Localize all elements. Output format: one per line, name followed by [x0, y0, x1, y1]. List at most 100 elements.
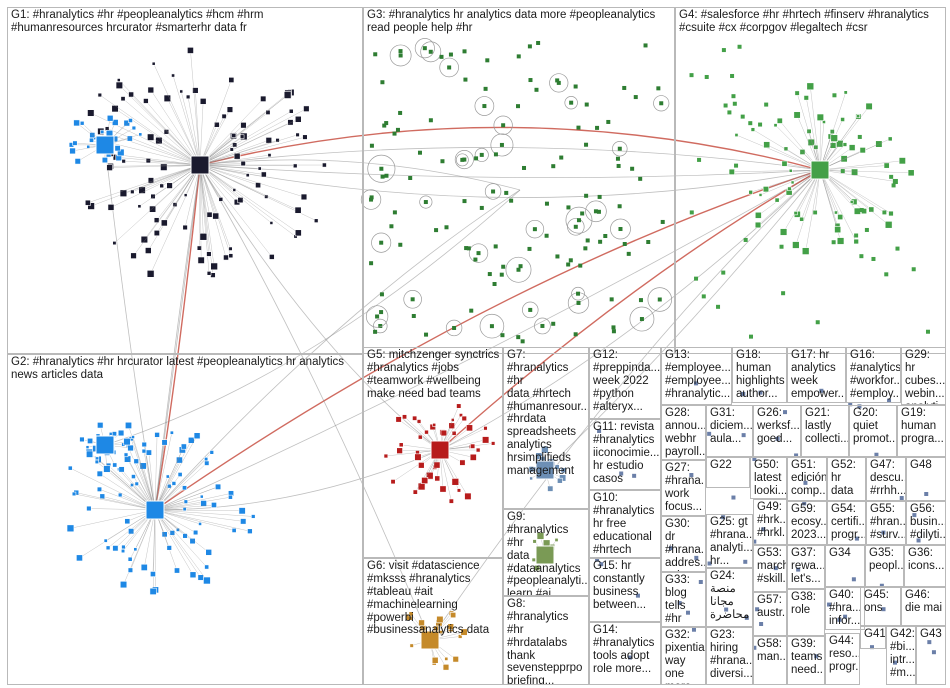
group-g51-label: G51: edición comp...: [791, 459, 824, 498]
group-g14-box: G14: #hranalytics tools adopt role more.…: [589, 622, 661, 685]
group-g50-box: G50: latest looki... live...: [750, 457, 787, 499]
group-g28-box: G28: annou... webhr payroll...: [661, 405, 706, 460]
group-g20-label: G20: quiet promot...: [853, 407, 894, 446]
group-g44-box: G44: reso... progr...: [825, 633, 860, 685]
group-g31-label: G31: diciem... aula...: [710, 407, 750, 446]
group-g46-label: G46: die mai: [905, 589, 943, 615]
group-g58-label: G58: man...: [757, 638, 784, 664]
group-g42-box: G42: #bi... intr... #m...: [886, 626, 916, 685]
group-g41-box: G41: [860, 626, 886, 649]
group-g18-box: G18: human highlights author...: [732, 347, 787, 403]
group-g13-box: G13: #employee... #employee... #hranalyt…: [661, 347, 732, 405]
group-g21-label: G21: lastly collecti...: [805, 407, 846, 446]
group-g27-label: G27: #hrana... work focus...: [665, 462, 703, 514]
group-g7-label: G7: #hranalytics #hr data #hrtech #human…: [507, 349, 586, 478]
group-g6-label: G6: visit #datascience #mksss #hranalyti…: [367, 560, 500, 637]
group-g53-box: G53: march #skill...: [753, 545, 787, 592]
group-g24-box: G24: منصة مجانا محاضرة: [706, 568, 753, 627]
group-g20-box: G20: quiet promot...: [849, 405, 897, 457]
group-g25-label: G25: gt #hrana... analyti... hr...: [710, 516, 750, 568]
group-g47-label: G47: descu... #rrhh...: [870, 459, 903, 498]
group-g18-label: G18: human highlights author...: [736, 349, 784, 401]
group-g23-label: G23: hiring #hrana... diversi...: [710, 629, 750, 681]
group-g24-label: G24: منصة مجانا محاضرة: [710, 570, 750, 622]
group-g9-label: G9: #hranalytics #hr data #dataanalytics…: [507, 511, 586, 596]
group-g55-label: G55: #hran... #surv...: [870, 503, 903, 542]
group-g12-label: G12: #preppinda... week 2022 #python #al…: [593, 349, 658, 413]
group-g33-label: G33: blog tells #hr master...: [665, 574, 703, 627]
group-g16-box: G16: #analytics #workfor... #employ...: [846, 347, 901, 403]
group-g54-box: G54: certifi... progr...: [827, 501, 866, 545]
group-g59-box: G59: ecosy... 2023...: [787, 501, 827, 545]
group-g35-label: G35: peopl...: [869, 547, 901, 573]
group-g52-label: G52: hr data: [831, 459, 863, 498]
group-g27-box: G27: #hrana... work focus...: [661, 460, 706, 516]
group-g40-box: G40: #hra... infor...: [825, 587, 865, 630]
group-g29-box: G29: hr cubes... webin... analyti...: [901, 347, 946, 405]
group-g26-label: G26: werksf... goed...: [757, 407, 798, 446]
group-g45-box: G45: ons: [860, 587, 901, 626]
group-g59-label: G59: ecosy... 2023...: [791, 503, 824, 542]
group-g28-label: G28: annou... webhr payroll...: [665, 407, 703, 459]
group-g41-label: G41: [864, 628, 883, 641]
group-g19-label: G19: human progra...: [901, 407, 943, 446]
group-g34-box: G34: [825, 545, 865, 587]
group-g57-label: G57: austr...: [757, 594, 784, 620]
group-g10-box: G10: #hranalytics hr free educational #h…: [589, 490, 661, 558]
group-g39-label: G39: teams need...: [791, 638, 822, 677]
group-g42-label: G42: #bi... intr... #m...: [890, 628, 913, 680]
group-g46-box: G46: die mai: [901, 587, 946, 626]
group-g48-box: G48: [906, 457, 946, 501]
group-g1-label: G1: #hranalytics #hr #peopleanalytics #h…: [11, 9, 360, 35]
group-g37-box: G37: rewa... let's...: [787, 545, 825, 589]
group-g5-box: G5: mitchzenger synctrics #hranalytics #…: [363, 347, 503, 558]
group-g33-box: G33: blog tells #hr master...: [661, 572, 706, 627]
group-g29-label: G29: hr cubes... webin... analyti...: [905, 349, 943, 405]
group-g11-label: G11: revista #hranalytics iiconocimie...…: [593, 421, 658, 485]
group-g50-label: G50: latest looki... live...: [754, 459, 784, 499]
group-g22-box: G22: [706, 457, 750, 488]
group-g39-box: G39: teams need...: [787, 636, 825, 685]
group-g44-label: G44: reso... progr...: [829, 635, 857, 674]
group-g40-label: G40: #hra... infor...: [829, 589, 862, 628]
group-g12-box: G12: #preppinda... week 2022 #python #al…: [589, 347, 661, 419]
group-g45-label: G45: ons: [864, 589, 898, 615]
group-g38-box: G38: role: [787, 589, 825, 636]
group-g32-box: G32: pixentia way one more...: [661, 627, 706, 685]
group-g31-box: G31: diciem... aula...: [706, 405, 753, 457]
group-g5-label: G5: mitchzenger synctrics #hranalytics #…: [367, 349, 500, 401]
group-g43-label: G43: [920, 628, 943, 641]
group-g58-box: G58: man...: [753, 636, 787, 685]
group-g49-label: G49: #hrk... #hrkl...: [757, 501, 784, 540]
group-g30-box: G30: dr #hrana... addres... sabpp...: [661, 516, 706, 572]
group-g9-box: G9: #hranalytics #hr data #dataanalytics…: [503, 509, 589, 596]
group-g15-label: G15: hr constantly business between...: [593, 560, 658, 612]
group-g1-box: G1: #hranalytics #hr #peopleanalytics #h…: [7, 7, 363, 354]
group-g26-box: G26: werksf... goed...: [753, 405, 801, 457]
group-g35-box: G35: peopl...: [865, 545, 904, 587]
group-g21-box: G21: lastly collecti...: [801, 405, 849, 457]
group-g56-label: G56: busin... #dilyti...: [910, 503, 943, 542]
group-g49-box: G49: #hrk... #hrkl...: [753, 499, 787, 545]
group-g2-label: G2: #hranalytics #hr hrcurator latest #p…: [11, 356, 360, 382]
group-g3-label: G3: #hranalytics hr analytics data more …: [367, 9, 672, 35]
group-g17-box: G17: hr analytics week empower...: [787, 347, 846, 403]
group-g36-box: G36: icons...: [904, 545, 946, 587]
group-g11-box: G11: revista #hranalytics iiconocimie...…: [589, 419, 661, 490]
group-g4-box: G4: #salesforce #hr #hrtech #finserv #hr…: [675, 7, 946, 354]
small-groups-node: [731, 496, 735, 500]
group-g55-box: G55: #hran... #surv...: [866, 501, 906, 545]
group-g7-box: G7: #hranalytics #hr data #hrtech #human…: [503, 347, 589, 509]
group-g10-label: G10: #hranalytics hr free educational #h…: [593, 492, 658, 556]
group-g32-label: G32: pixentia way one more...: [665, 629, 703, 685]
group-g57-box: G57: austr...: [753, 592, 787, 636]
group-g51-box: G51: edición comp...: [787, 457, 827, 501]
group-g30-label: G30: dr #hrana... addres... sabpp...: [665, 518, 703, 572]
group-g16-label: G16: #analytics #workfor... #employ...: [850, 349, 898, 401]
group-g23-box: G23: hiring #hrana... diversi...: [706, 627, 753, 685]
group-g4-label: G4: #salesforce #hr #hrtech #finserv #hr…: [679, 9, 943, 35]
group-g38-label: G38: role: [791, 591, 822, 617]
group-g56-box: G56: busin... #dilyti...: [906, 501, 946, 545]
group-g8-box: G8: #hranalytics #hr #hrdatalabs thank s…: [503, 596, 589, 685]
